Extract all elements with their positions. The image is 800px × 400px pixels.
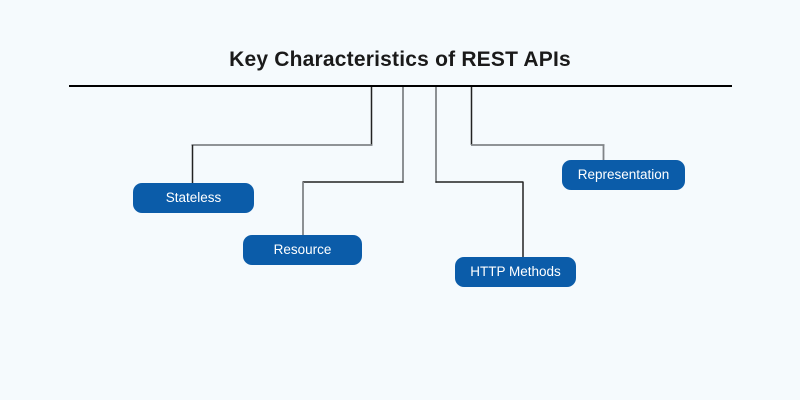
node-representation: Representation <box>562 160 685 190</box>
node-resource: Resource <box>243 235 362 265</box>
node-label: Stateless <box>165 190 222 206</box>
node-label: Resource <box>273 242 332 258</box>
diagram-title: Key Characteristics of REST APIs <box>229 48 571 71</box>
node-stateless: Stateless <box>133 183 254 213</box>
node-http-methods: HTTP Methods <box>455 257 576 287</box>
node-label: HTTP Methods <box>470 264 561 280</box>
node-label: Representation <box>577 167 670 183</box>
